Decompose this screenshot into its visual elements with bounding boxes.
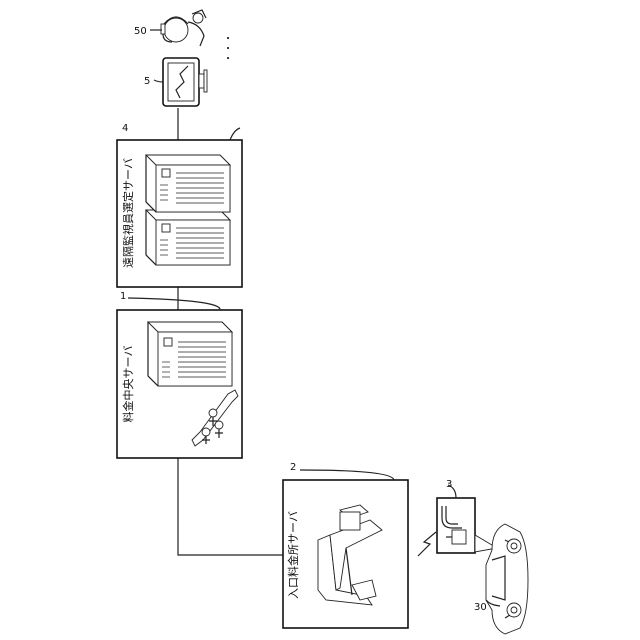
car-icon xyxy=(486,524,528,634)
server2-label: 入口料金所サーバ xyxy=(286,511,300,599)
entrance-toll-server: 入口料金所サーバ 2 xyxy=(283,462,408,628)
monitor-icon xyxy=(163,58,207,106)
toll-central-server: 料金中央サーバ 1 xyxy=(117,291,242,458)
toll-gate-device: 3 xyxy=(437,479,497,553)
remote-monitor-selection-server: 遠隔監視員選定サーバ 4 xyxy=(117,123,242,287)
wireless-signal-icon xyxy=(418,532,436,556)
ref-label-30: 30 xyxy=(474,602,487,613)
link-server1-to-server2 xyxy=(178,458,283,555)
ref-label-1: 1 xyxy=(120,291,126,302)
server-tower-icon xyxy=(148,322,232,386)
server1-label: 料金中央サーバ xyxy=(121,346,135,423)
remote-monitor-person: 50 xyxy=(134,10,206,46)
person-headset-icon xyxy=(161,10,206,46)
server4-label: 遠隔監視員選定サーバ xyxy=(121,158,135,268)
ref-label-5: 5 xyxy=(144,76,150,87)
ref-label-2: 2 xyxy=(290,462,296,473)
server-tower-icon xyxy=(146,155,230,265)
ref-label-4: 4 xyxy=(122,123,128,134)
monitor-terminal: 5 ・・・ xyxy=(144,33,235,106)
ref-label-3: 3 xyxy=(446,479,452,490)
ref-label-50: 50 xyxy=(134,26,147,37)
ellipsis: ・・・ xyxy=(224,33,235,63)
